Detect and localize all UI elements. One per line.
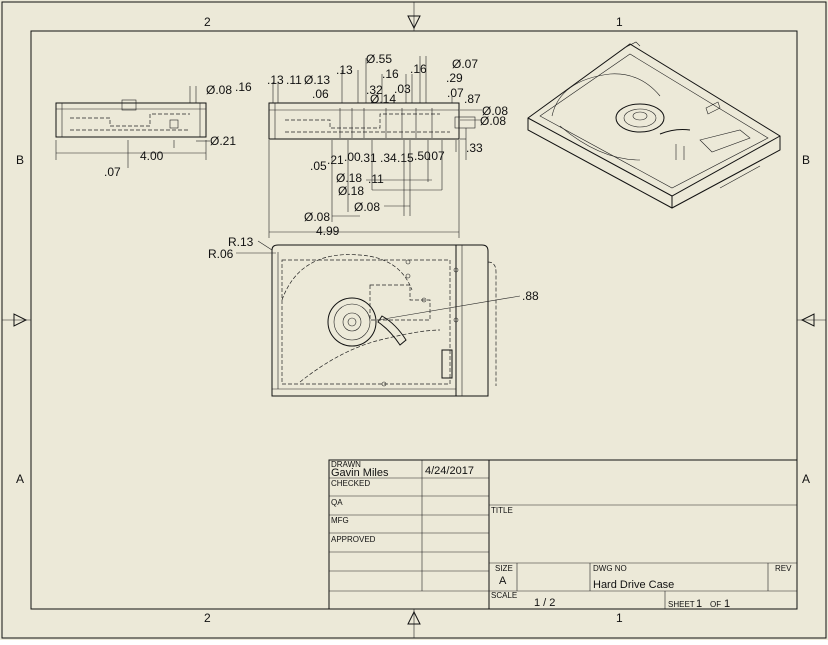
dim-side-013a: .13 <box>267 73 284 87</box>
mfg-label: MFG <box>331 516 349 525</box>
zone-label-top-left: 2 <box>204 15 211 29</box>
dim-side-016b: .16 <box>410 62 427 76</box>
dim-side-d018b: Ø.18 <box>338 184 364 198</box>
dim-side-021: .21 <box>327 153 344 167</box>
zone-label-left-upper: B <box>16 153 24 167</box>
dim-side-d008c: Ø.08 <box>304 210 330 224</box>
dim-side-032: .32 <box>366 83 383 97</box>
zone-label-right-upper: B <box>802 153 810 167</box>
isometric-view <box>527 41 781 209</box>
zone-label-bottom-left: 2 <box>204 611 211 625</box>
dim-side-015: .15 <box>397 151 414 165</box>
size-label: SIZE <box>495 564 513 573</box>
zone-label-right-lower: A <box>802 472 810 486</box>
title-label: TITLE <box>491 506 513 515</box>
dim-side-087: .87 <box>464 92 481 106</box>
dim-side-033: .33 <box>466 141 483 155</box>
center-mark-right-icon <box>800 313 815 327</box>
dim-front-400: 4.00 <box>140 149 164 163</box>
scale-value: 1 / 2 <box>534 597 555 609</box>
dwg-no-value: Hard Drive Case <box>593 579 674 591</box>
dim-side-016a: .16 <box>382 67 399 81</box>
dim-side-d008d: Ø.08 <box>354 200 380 214</box>
dim-side-000: .00 <box>344 150 361 164</box>
dim-side-499: 4.99 <box>316 224 340 238</box>
dim-front-016: .16 <box>235 80 252 94</box>
dim-side-d013: Ø.13 <box>304 73 330 87</box>
dim-side-d018a: Ø.18 <box>336 171 362 185</box>
dim-front-007: .07 <box>104 165 121 179</box>
dim-side-029: .29 <box>446 71 463 85</box>
scale-label: SCALE <box>491 591 517 600</box>
dim-side-031: .31 <box>360 151 377 165</box>
dim-side-050: .50 <box>414 149 431 163</box>
dim-side-d008b: Ø.08 <box>480 114 506 128</box>
sheet-number: 1 <box>696 598 702 610</box>
zone-label-bottom-right: 1 <box>616 611 623 625</box>
dim-side-007a: .07 <box>447 86 464 100</box>
center-mark-top-icon <box>407 15 421 30</box>
dim-side-006: .06 <box>312 87 329 101</box>
dim-top-r006: R.06 <box>208 247 234 261</box>
front-view <box>55 86 210 168</box>
dim-side-d014: Ø.14 <box>370 92 396 106</box>
rev-label: REV <box>775 564 792 573</box>
zone-label-left-lower: A <box>16 472 24 486</box>
side-view <box>268 56 482 238</box>
sheet-label: SHEET <box>668 600 695 609</box>
dim-side-011: .11 <box>286 73 302 87</box>
drawn-name: Gavin Miles <box>331 467 389 479</box>
dim-side-d007: Ø.07 <box>452 57 478 71</box>
dim-front-d008: Ø.08 <box>206 83 232 97</box>
top-view <box>236 240 521 397</box>
dwg-no-label: DWG NO <box>593 564 627 573</box>
dim-side-d055: Ø.55 <box>366 52 392 66</box>
center-mark-bottom-icon <box>407 610 421 625</box>
size-value: A <box>499 575 507 587</box>
center-mark-left-icon <box>13 313 28 327</box>
checked-label: CHECKED <box>331 479 370 488</box>
dim-side-005: .05 <box>310 159 327 173</box>
dim-front-d021: Ø.21 <box>210 134 236 148</box>
dim-top-088: .88 <box>522 289 539 303</box>
drawn-label: DRAWN <box>331 460 361 469</box>
dim-side-003: .03 <box>394 82 411 96</box>
dim-side-007b: .07 <box>428 149 445 163</box>
dim-side-034: .34 <box>380 151 397 165</box>
sheet-of-label: OF <box>710 600 721 609</box>
zone-label-top-right: 1 <box>616 15 623 29</box>
dim-side-d008a: Ø.08 <box>482 104 508 118</box>
title-block <box>328 459 798 610</box>
approved-label: APPROVED <box>331 535 376 544</box>
qa-label: QA <box>331 498 343 507</box>
sheet-total: 1 <box>724 598 730 610</box>
drawn-date: 4/24/2017 <box>425 465 474 477</box>
dim-side-011b: .11 <box>368 172 384 186</box>
dim-side-013b: .13 <box>336 63 353 77</box>
dim-top-r013: R.13 <box>228 235 254 249</box>
